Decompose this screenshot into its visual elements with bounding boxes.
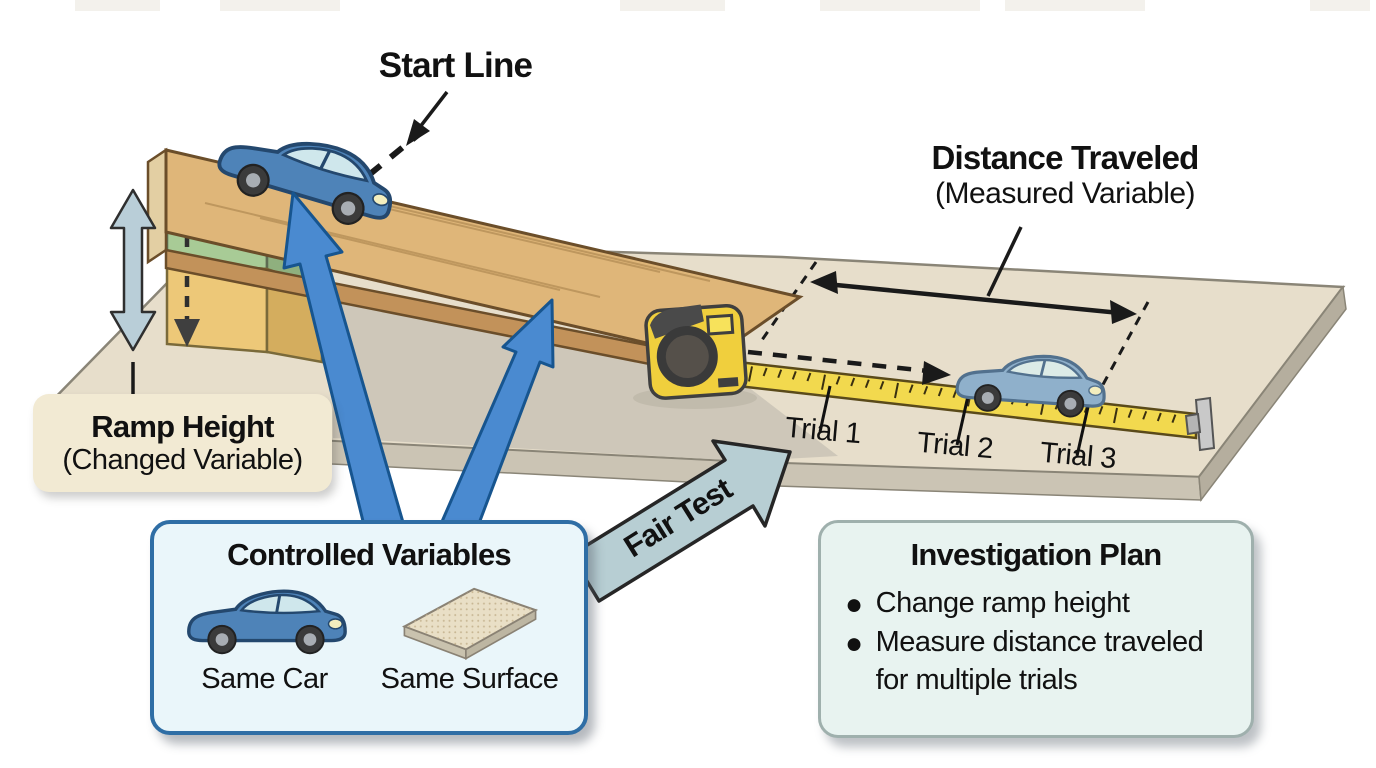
bullet-icon: ●	[845, 627, 863, 660]
fair-test-arrow	[569, 439, 792, 603]
controlled-variable-car: Same Car	[179, 579, 351, 696]
tape-body	[644, 303, 748, 400]
top-edge-artifact	[75, 0, 160, 11]
arrowhead-left	[810, 271, 838, 294]
list-item: ● Change ramp height	[845, 585, 1225, 624]
ramp-height-subtitle: (Changed Variable)	[62, 444, 303, 477]
same-car-label: Same Car	[201, 663, 328, 695]
top-edge-artifact	[1005, 0, 1145, 11]
controlled-variable-surface: Same Surface	[380, 579, 560, 696]
controlled-variables-box: Controlled Variables Same Car	[150, 520, 588, 735]
investigation-plan-box: Investigation Plan ● Change ramp height …	[818, 520, 1254, 738]
distance-annotations	[760, 226, 1150, 391]
ramp-shadow	[332, 292, 838, 461]
top-edge-artifact	[620, 0, 725, 11]
controlled-pointer-arrows	[282, 191, 555, 565]
bullet-icon: ●	[845, 588, 863, 621]
pointer-arrow-left	[282, 191, 413, 564]
plan-bullet-1: Change ramp height	[875, 587, 1130, 619]
top-edge-artifact	[1310, 0, 1370, 11]
pointer-arrow-right	[428, 298, 555, 565]
arrowhead-right	[1110, 300, 1137, 324]
car-on-ramp	[217, 141, 393, 225]
list-item: ● Measure distance traveled for multiple…	[845, 624, 1225, 699]
distance-leader-line	[986, 226, 1023, 297]
tape-measure	[633, 303, 1216, 457]
start-line-pointer	[406, 90, 449, 146]
ramp-height-title: Ramp Height	[91, 408, 274, 444]
start-line-label: Start Line	[378, 46, 533, 85]
car-icon	[186, 589, 347, 655]
controlled-variables-title: Controlled Variables	[227, 537, 512, 572]
car-on-floor	[955, 354, 1106, 418]
distance-traveled-subtitle: (Measured Variable)	[934, 176, 1196, 210]
distance-traveled-title: Distance Traveled	[931, 139, 1199, 176]
tape-end-hook	[1184, 396, 1216, 452]
surface-icon	[401, 587, 538, 660]
height-arrow	[109, 188, 157, 396]
top-edge-artifact	[820, 0, 980, 11]
top-edge-artifact	[220, 0, 340, 11]
same-surface-label: Same Surface	[380, 663, 559, 695]
distance-double-arrow	[825, 281, 1121, 316]
investigation-plan-list: ● Change ramp height ● Measure distance …	[845, 585, 1251, 699]
investigation-plan-title: Investigation Plan	[910, 537, 1163, 572]
floor-dashed-arrow	[747, 349, 951, 385]
ramp-end-face	[146, 147, 168, 265]
plan-bullet-2: Measure distance traveled for multiple t…	[875, 626, 1204, 696]
ramp-height-label: Ramp Height (Changed Variable)	[33, 394, 332, 492]
distance-traveled-label: Distance Traveled (Measured Variable)	[880, 139, 1250, 211]
trial-tick-marks	[818, 385, 1090, 457]
